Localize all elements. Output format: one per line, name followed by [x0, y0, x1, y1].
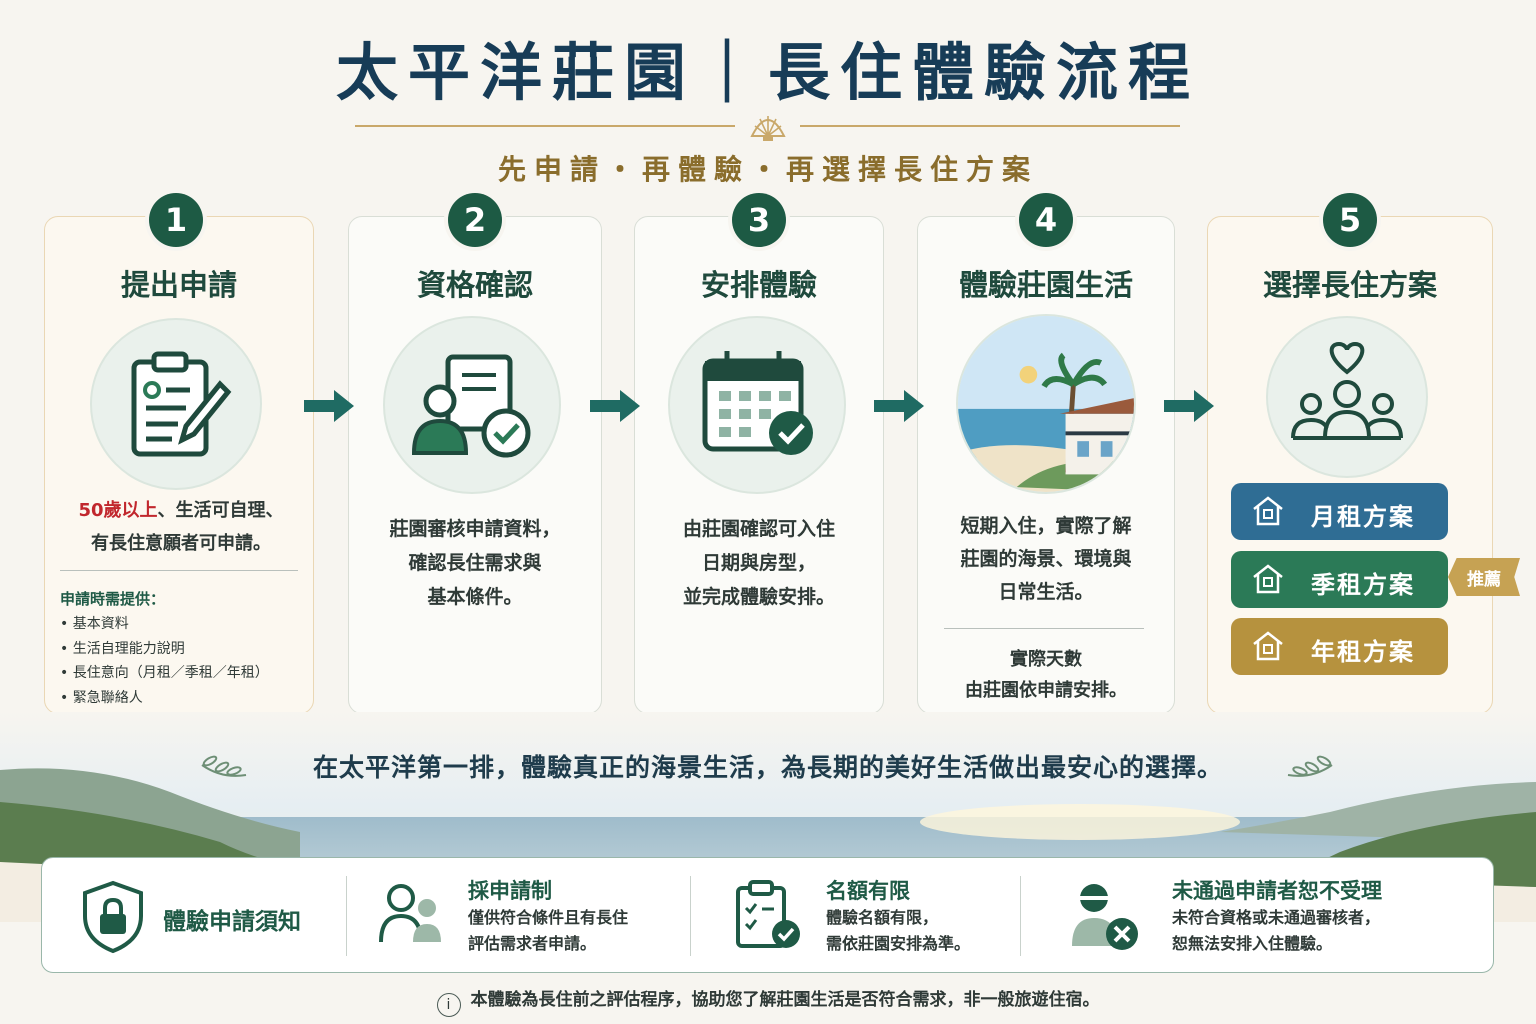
- notice-item-text: 僅供符合條件且有長住 評估需求者申請。: [468, 905, 628, 957]
- info-icon: i: [436, 993, 461, 1017]
- step-2-description: 莊園審核申請資料， 確認長住需求與 基本條件。: [348, 512, 602, 614]
- step-number-3: 3: [732, 193, 786, 247]
- desc-line: 日期與房型，: [701, 552, 816, 574]
- slogan: 在太平洋第一排，體驗真正的海景生活，為長期的美好生活做出最安心的選擇。: [312, 753, 1223, 782]
- list-item: 緊急聯絡人: [60, 686, 269, 711]
- step-title-3: 安排體驗: [700, 268, 817, 302]
- laurel-left-icon: [201, 755, 247, 777]
- desc-line: 日常生活。: [998, 581, 1094, 603]
- recommended-badge: 推薦: [1448, 558, 1520, 596]
- step-number-5: 5: [1323, 193, 1377, 247]
- footer-note: i 本體驗為長住前之評估程序，協助您了解莊園生活是否符合需求，非一般旅遊住宿。: [0, 985, 1536, 1017]
- notice-line: 僅供符合條件且有長住: [468, 908, 629, 927]
- house-icon: [1253, 496, 1283, 526]
- people-icon: [379, 884, 441, 943]
- step-number-2: 2: [448, 193, 502, 247]
- clipboard-check-icon: [736, 880, 800, 948]
- desc-line: 莊園審核申請資料，: [389, 518, 561, 540]
- shell-icon: [750, 116, 786, 141]
- age-requirement: 50歲以上: [78, 500, 158, 521]
- title-divider-left: [355, 125, 735, 127]
- step-1-description: 50歲以上、生活可自理、 有長住意願者可申請。: [50, 494, 312, 560]
- step-4-divider: [944, 628, 1144, 629]
- person-reject-icon: [1072, 884, 1138, 950]
- desc-line: 短期入住，實際了解: [960, 515, 1132, 537]
- notice-line: 評估需求者申請。: [468, 934, 597, 953]
- laurel-right-icon: [1287, 755, 1333, 777]
- step-title-2: 資格確認: [416, 268, 533, 302]
- notice-line: 體驗名額有限，: [826, 908, 939, 927]
- title-divider-right: [800, 125, 1180, 127]
- plan-quarterly-button[interactable]: 季租方案: [1231, 551, 1448, 608]
- shield-lock-icon: [83, 880, 143, 954]
- arrow-right-icon: [304, 390, 354, 422]
- notice-line: 恕無法安排入住體驗。: [1172, 934, 1333, 953]
- requirements-title: 申請時需提供：: [60, 590, 166, 608]
- plan-yearly-button[interactable]: 年租方案: [1231, 618, 1448, 675]
- separator: [690, 876, 691, 956]
- list-item: 長住意向（月租／季租／年租）: [60, 661, 269, 686]
- house-icon: [1253, 631, 1283, 661]
- notice-item-title: 採申請制: [468, 879, 552, 903]
- step-title-4: 體驗莊園生活: [958, 268, 1133, 302]
- notice-item-text: 未符合資格或未通過審核者， 恕無法安排入住體驗。: [1172, 905, 1380, 957]
- desc-line: 莊園的海景、環境與: [960, 548, 1132, 570]
- step-1-divider: [60, 570, 298, 571]
- arrow-right-icon: [1164, 390, 1214, 422]
- step-4-description: 短期入住，實際了解 莊園的海景、環境與 日常生活。: [917, 510, 1175, 609]
- plan-monthly-button[interactable]: 月租方案: [1231, 483, 1448, 540]
- plan-label: 年租方案: [1311, 638, 1415, 666]
- footer-text: 本體驗為長住前之評估程序，協助您了解莊園生活是否符合需求，非一般旅遊住宿。: [470, 990, 1100, 1010]
- note-line: 實際天數: [1010, 649, 1082, 670]
- list-item: 基本資料: [60, 612, 269, 637]
- desc-line: 確認長住需求與: [408, 552, 542, 574]
- desc-line: 基本條件。: [427, 586, 523, 608]
- separator: [346, 876, 347, 956]
- list-item: 生活自理能力說明: [60, 637, 269, 662]
- arrow-right-icon: [590, 390, 640, 422]
- page-title: 太平洋莊園｜長住體驗流程: [335, 36, 1200, 109]
- notice-title: 體驗申請須知: [163, 909, 301, 935]
- step-3-description: 由莊園確認可入住 日期與房型， 並完成體驗安排。: [634, 512, 884, 614]
- notice-item-text: 體驗名額有限， 需依莊園安排為準。: [826, 905, 970, 957]
- notice-line: 需依莊園安排為準。: [826, 934, 971, 953]
- step-title-1: 提出申請: [120, 268, 237, 302]
- person-document-check-icon: [383, 316, 561, 494]
- note-line: 由莊園依申請安排。: [965, 680, 1127, 701]
- step-number-1: 1: [149, 193, 203, 247]
- notice-line: 未符合資格或未通過審核者，: [1172, 908, 1381, 927]
- page-subtitle: 先申請・再體驗・再選擇長住方案: [497, 153, 1038, 186]
- notice-item-title: 未通過申請者恕不受理: [1172, 879, 1382, 903]
- plan-label: 季租方案: [1311, 571, 1415, 599]
- desc-line: 並完成體驗安排。: [682, 586, 835, 608]
- clipboard-pen-icon: [90, 318, 262, 490]
- separator: [1020, 876, 1021, 956]
- step-title-5: 選擇長住方案: [1262, 268, 1437, 302]
- notice-item-title: 名額有限: [826, 879, 910, 903]
- step-1-desc-text: 、生活可自理、: [157, 500, 284, 521]
- desc-line: 由莊園確認可入住: [682, 518, 835, 540]
- step-1-desc-line-2: 有長住意願者可申請。: [91, 533, 271, 554]
- heart-people-icon: [1266, 316, 1428, 478]
- arrow-right-icon: [874, 390, 924, 422]
- requirements-list: 基本資料 生活自理能力說明 長住意向（月租／季租／年租） 緊急聯絡人: [60, 612, 269, 710]
- house-icon: [1253, 564, 1283, 594]
- plan-label: 月租方案: [1311, 503, 1415, 531]
- step-4-note: 實際天數 由莊園依申請安排。: [917, 644, 1175, 706]
- calendar-check-icon: [668, 316, 846, 494]
- seaside-villa-illustration: [956, 314, 1136, 494]
- step-number-4: 4: [1019, 193, 1073, 247]
